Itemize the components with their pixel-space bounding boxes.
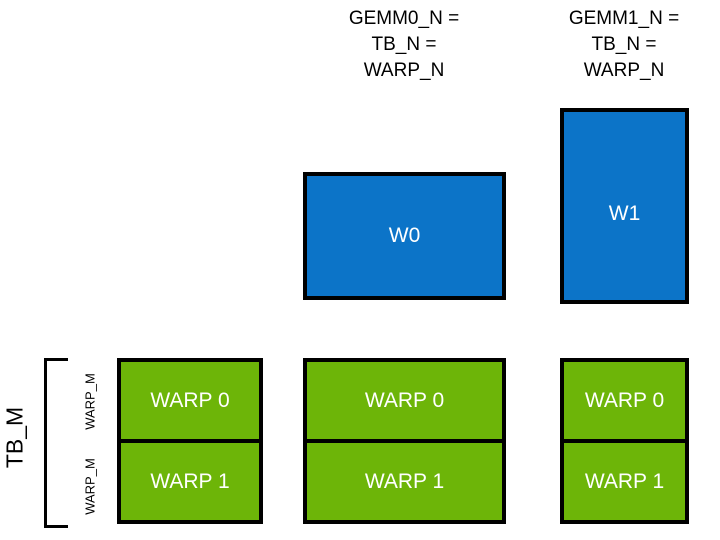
warp-row-label: WARP 1 bbox=[364, 469, 445, 493]
warp-row-label: WARP 0 bbox=[150, 388, 230, 412]
warp-row-label: WARP 1 bbox=[584, 469, 665, 493]
warp-tile-w0: W0 bbox=[303, 172, 506, 300]
warp-row-cell: WARP 1 bbox=[560, 439, 689, 524]
warp-row-column-left: WARP 0 WARP 1 bbox=[117, 358, 263, 524]
warp-row-column-middle: WARP 0 WARP 1 bbox=[303, 358, 506, 524]
warp-row-label: WARP 0 bbox=[584, 388, 665, 412]
warp-m-dimension-label-bottom: WARP_M bbox=[82, 458, 98, 515]
warp-row-label: WARP 0 bbox=[364, 388, 445, 412]
caption-gemm1-dimensions: GEMM1_N = TB_N = WARP_N bbox=[568, 8, 680, 81]
warp-tile-w1: W1 bbox=[560, 108, 689, 304]
tb-m-dimension-label: TB_M bbox=[1, 406, 28, 469]
warp-row-cell: WARP 0 bbox=[117, 358, 263, 443]
warp-row-cell: WARP 0 bbox=[303, 358, 506, 443]
caption-gemm0-dimensions: GEMM0_N = TB_N = WARP_N bbox=[348, 8, 460, 81]
warp-row-cell: WARP 1 bbox=[117, 439, 263, 524]
warp-row-column-right: WARP 0 WARP 1 bbox=[560, 358, 689, 524]
warp-row-label: WARP 1 bbox=[150, 469, 230, 493]
warp-row-cell: WARP 0 bbox=[560, 358, 689, 443]
tb-m-bracket bbox=[44, 358, 68, 528]
warp-row-cell: WARP 1 bbox=[303, 439, 506, 524]
warp-tile-w1-label: W1 bbox=[608, 202, 641, 225]
warp-tile-w0-label: W0 bbox=[388, 224, 421, 247]
